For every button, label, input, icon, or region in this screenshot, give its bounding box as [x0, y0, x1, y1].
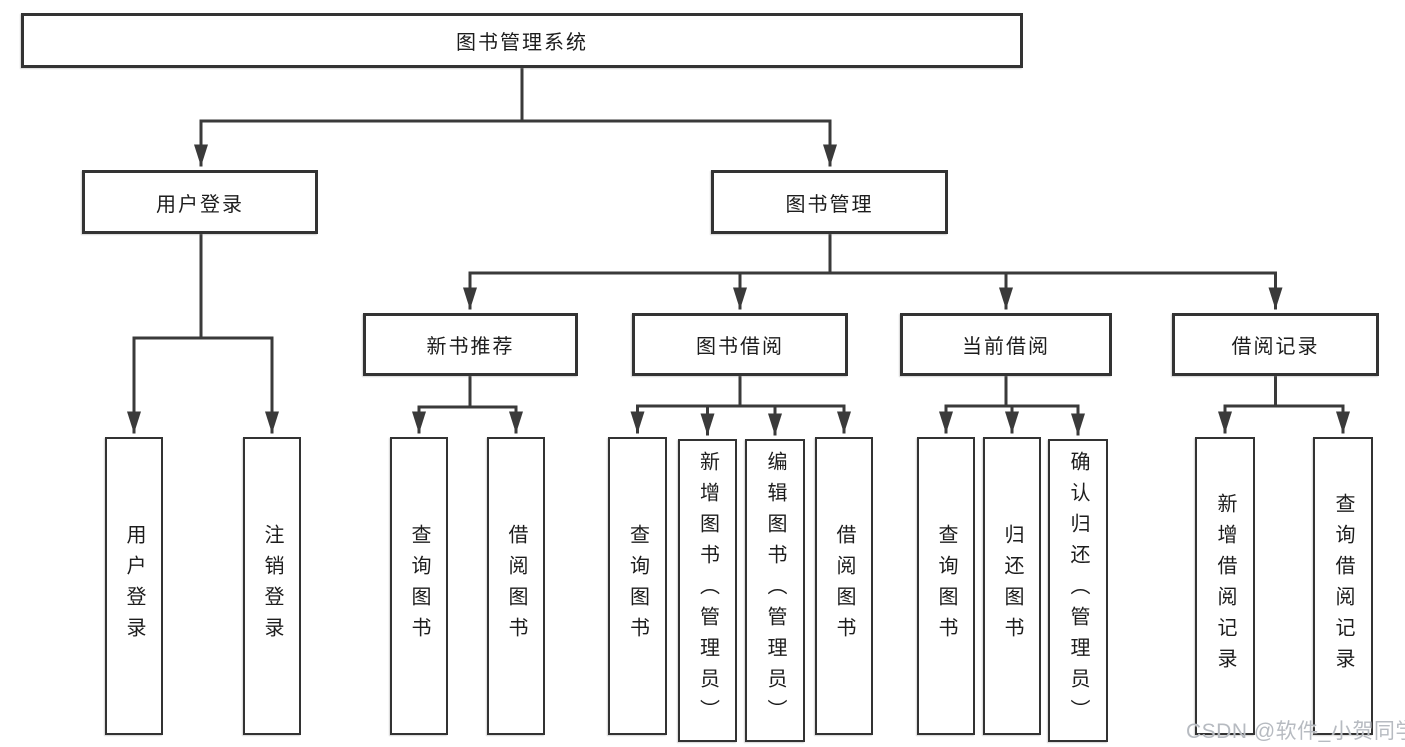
- leaf-user-login-label: 用户登录: [123, 524, 145, 648]
- node-new-book-recommend: 新书推荐: [363, 313, 578, 376]
- leaf-borrow-add-books-admin-label: 新增图书（管理员）: [696, 451, 719, 730]
- leaf-newbook-borrow-books: 借阅图书: [487, 437, 545, 735]
- node-book-management-label: 图书管理: [785, 193, 874, 216]
- leaf-user-login: 用户登录: [105, 437, 163, 735]
- leaf-borrow-borrow-books: 借阅图书: [815, 437, 873, 735]
- leaf-newbook-query-books-label: 查询图书: [408, 524, 430, 648]
- node-new-book-recommend-label: 新书推荐: [426, 336, 515, 358]
- leaf-borrow-query-books-label: 查询图书: [626, 524, 649, 648]
- node-book-management: 图书管理: [711, 170, 948, 234]
- leaf-newbook-borrow-books-label: 借阅图书: [505, 524, 527, 648]
- leaf-logout-label: 注销登录: [261, 524, 283, 648]
- node-book-borrowing-label: 图书借阅: [696, 336, 784, 358]
- leaf-logout: 注销登录: [243, 437, 301, 735]
- node-borrow-records-label: 借阅记录: [1231, 336, 1320, 358]
- node-borrow-records: 借阅记录: [1172, 313, 1379, 376]
- leaf-borrow-query-books: 查询图书: [608, 437, 667, 735]
- leaf-records-add-record: 新增借阅记录: [1195, 437, 1255, 735]
- node-library-system-label: 图书管理系统: [456, 32, 588, 54]
- node-user-login: 用户登录: [82, 170, 318, 234]
- leaf-records-add-record-label: 新增借阅记录: [1214, 493, 1236, 679]
- leaf-borrow-edit-books-admin: 编辑图书（管理员）: [745, 439, 805, 742]
- node-user-login-label: 用户登录: [156, 193, 244, 216]
- node-current-borrowing-label: 当前借阅: [962, 336, 1050, 358]
- node-current-borrowing: 当前借阅: [900, 313, 1112, 376]
- leaf-current-return-books-label: 归还图书: [1001, 524, 1023, 648]
- leaf-borrow-add-books-admin: 新增图书（管理员）: [678, 439, 737, 742]
- leaf-current-query-books-label: 查询图书: [935, 524, 957, 648]
- leaf-current-query-books: 查询图书: [917, 437, 975, 735]
- leaf-records-query-record-label: 查询借阅记录: [1332, 493, 1354, 679]
- leaf-newbook-query-books: 查询图书: [390, 437, 448, 735]
- leaf-current-confirm-return-admin-label: 确认归还（管理员）: [1067, 451, 1089, 730]
- node-book-borrowing: 图书借阅: [632, 313, 848, 376]
- leaf-borrow-borrow-books-label: 借阅图书: [833, 524, 855, 648]
- leaf-records-query-record: 查询借阅记录: [1313, 437, 1373, 735]
- node-library-system: 图书管理系统: [21, 13, 1023, 68]
- leaf-current-return-books: 归还图书: [983, 437, 1041, 735]
- leaf-borrow-edit-books-admin-label: 编辑图书（管理员）: [764, 451, 786, 730]
- leaf-current-confirm-return-admin: 确认归还（管理员）: [1048, 439, 1108, 742]
- csdn-watermark: CSDN @软件_小贺同学: [1186, 720, 1405, 743]
